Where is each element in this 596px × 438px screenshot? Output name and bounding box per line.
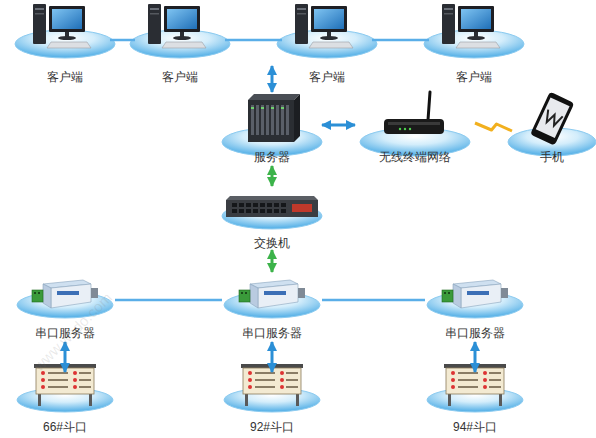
network-line [322, 299, 425, 302]
station-node: 92#斗口 [222, 372, 322, 438]
node-label: 66#斗口 [0, 420, 135, 434]
node-label: 手机 [492, 150, 596, 164]
node-label: 客户端 [409, 70, 539, 84]
double-arrow [474, 342, 477, 372]
node-label: 串口服务器 [202, 326, 342, 340]
client-node: 客户端 [135, 0, 225, 86]
client-node: 客户端 [20, 0, 110, 86]
server-node: 服务器 [222, 92, 322, 166]
node-label: 交换机 [202, 236, 342, 250]
wireless-node: 无线终端网络 [355, 92, 475, 166]
double-arrow [271, 250, 274, 272]
node-label: 无线终端网络 [335, 150, 495, 164]
node-label: 服务器 [202, 150, 342, 164]
client-node: 客户端 [282, 0, 372, 86]
node-label: 94#斗口 [405, 420, 545, 434]
double-arrow [271, 166, 274, 186]
node-label: 客户端 [262, 70, 392, 84]
node-label: 客户端 [115, 70, 245, 84]
serial-server-node: 串口服务器 [425, 272, 525, 342]
node-label: 92#斗口 [202, 420, 342, 434]
double-arrow [322, 124, 355, 127]
double-arrow [271, 66, 274, 92]
client-node: 客户端 [429, 0, 519, 86]
serial-server-node: 串口服务器 [222, 272, 322, 342]
network-line [110, 39, 135, 42]
switch-node: 交换机 [222, 186, 322, 250]
station-node: 94#斗口 [425, 372, 525, 438]
node-label: 串口服务器 [405, 326, 545, 340]
double-arrow [271, 342, 274, 372]
node-label: 客户端 [0, 70, 130, 84]
network-line [115, 299, 222, 302]
network-line [372, 39, 429, 42]
station-node: 66#斗口 [15, 372, 115, 438]
phone-node: 手机 [512, 92, 592, 166]
wireless-link [475, 123, 512, 131]
network-line [225, 39, 282, 42]
